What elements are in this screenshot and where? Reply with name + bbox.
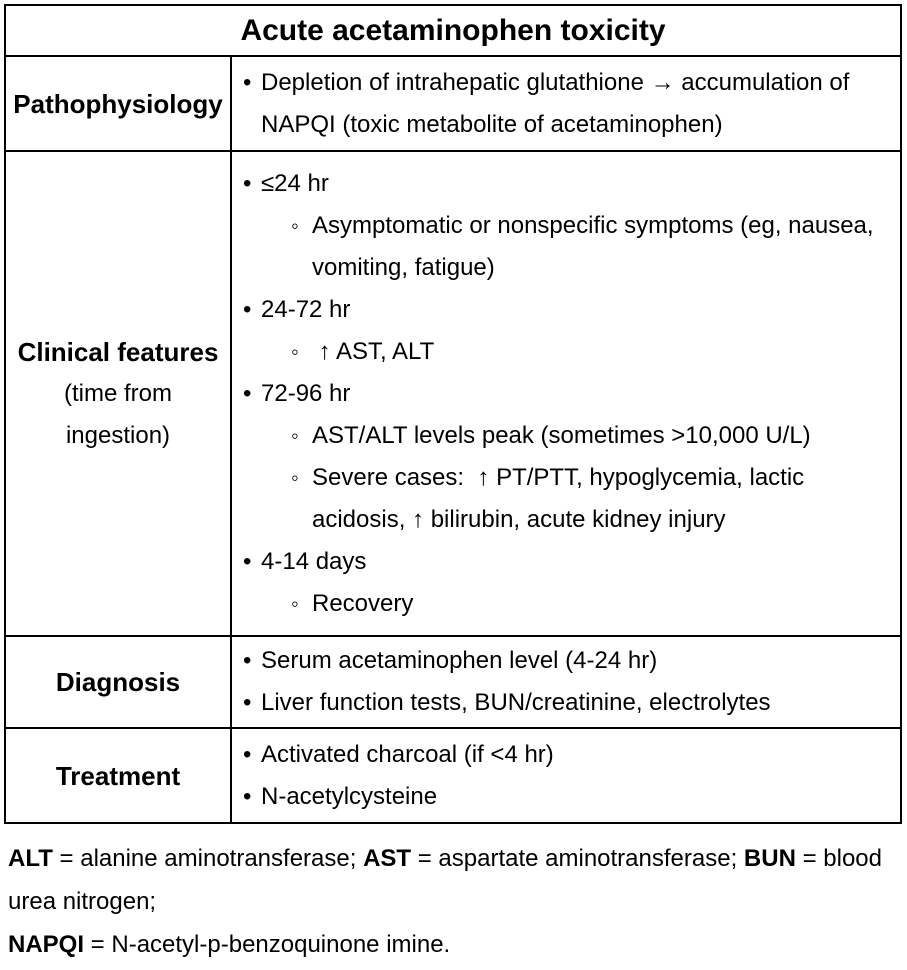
circle-bullet-icon: ◦	[291, 212, 299, 238]
row-label: Clinical features	[17, 336, 219, 367]
row-treatment: Treatment • Activated charcoal (if <4 hr)…	[4, 727, 902, 824]
footnote-line: NAPQI = N-acetyl-p-benzoquinone imine.	[8, 923, 907, 966]
abbreviation: NAPQI	[8, 931, 85, 958]
abbreviation: AST	[363, 845, 412, 872]
list-item: • 24-72 hr	[232, 289, 894, 331]
list-item: ◦ Asymptomatic or nonspecific symptoms (e…	[291, 205, 894, 289]
row-pathophysiology: Pathophysiology • Depletion of intrahepat…	[4, 55, 902, 152]
label-cell-clinical-features: Clinical features (time from ingestion)	[4, 150, 232, 637]
list-item-text: Depletion of intrahepatic glutathione → …	[261, 68, 850, 138]
bullet-list: • Depletion of intrahepatic glutathione →…	[232, 60, 900, 148]
abbreviation: BUN	[743, 845, 796, 872]
bullet-icon: •	[243, 782, 252, 810]
list-item-text: Liver function tests, BUN/creatinine, el…	[261, 689, 771, 716]
content-cell-treatment: • Activated charcoal (if <4 hr) • N-acetylc…	[230, 727, 902, 824]
list-item: • 72-96 hr	[232, 373, 894, 415]
list-item-text: N-acetylcysteine	[261, 782, 438, 810]
content-cell-clinical-features: • ≤24 hr ◦ Asymptomatic or nonspecific symp…	[230, 150, 902, 637]
label-cell-diagnosis: Diagnosis	[4, 635, 232, 729]
bullet-icon: •	[243, 740, 252, 768]
abbreviation: ALT	[8, 845, 53, 872]
list-item: ◦ Severe cases: ↑ PT/PTT, hypoglycemia, l…	[291, 457, 894, 541]
circle-bullet-icon: ◦	[291, 338, 299, 364]
row-label: Diagnosis	[55, 667, 181, 697]
bullet-icon: •	[243, 169, 252, 197]
row-clinical-features: Clinical features (time from ingestion) …	[4, 150, 902, 637]
list-item-text: 24-72 hr	[261, 295, 351, 323]
list-item: • N-acetylcysteine	[232, 776, 894, 818]
footnote: ALT = alanine aminotransferase; AST = as…	[8, 837, 907, 966]
bullet-icon: •	[243, 647, 252, 674]
label-cell-treatment: Treatment	[4, 727, 232, 824]
title-row: Acute acetaminophen toxicity	[4, 4, 902, 57]
footnote-text: = blood	[795, 845, 882, 872]
bullet-icon: •	[243, 547, 252, 575]
list-item: • Liver function tests, BUN/creatinine, e…	[232, 682, 894, 724]
list-item: ◦ Recovery	[291, 583, 894, 625]
list-item-text: Serum acetaminophen level (4-24 hr)	[261, 647, 658, 674]
list-item-text: 4-14 days	[261, 547, 367, 575]
circle-bullet-icon: ◦	[291, 590, 299, 616]
list-item-text: Severe cases: ↑ PT/PTT, hypoglycemia, la…	[312, 463, 805, 533]
list-item-text: 72-96 hr	[261, 379, 351, 407]
row-diagnosis: Diagnosis • Serum acetaminophen level (4-…	[4, 635, 902, 729]
toxicity-table: Acute acetaminophen toxicity Pathophysio…	[4, 4, 902, 824]
bullet-list: • Serum acetaminophen level (4-24 hr) • Liv…	[232, 638, 900, 726]
row-label: Pathophysiology	[13, 88, 223, 119]
circle-bullet-icon: ◦	[291, 422, 299, 448]
bullet-icon: •	[243, 295, 252, 323]
content-cell-pathophysiology: • Depletion of intrahepatic glutathione →…	[230, 55, 902, 152]
footnote-text: urea nitrogen;	[8, 888, 157, 915]
footnote-line: urea nitrogen;	[8, 880, 907, 923]
content-cell-diagnosis: • Serum acetaminophen level (4-24 hr) • Liv…	[230, 635, 902, 729]
list-item-text: AST/ALT levels peak (sometimes >10,000 U…	[312, 421, 811, 449]
list-item: • Activated charcoal (if <4 hr)	[232, 734, 894, 776]
list-item: • Depletion of intrahepatic glutathione →…	[232, 62, 894, 146]
row-label-subtext: (time from ingestion)	[64, 379, 172, 449]
list-item: • Serum acetaminophen level (4-24 hr)	[232, 640, 894, 682]
footnote-text: = alanine aminotransferase;	[52, 845, 364, 872]
footnote-text: = aspartate aminotransferase;	[411, 845, 744, 872]
table-title: Acute acetaminophen toxicity	[4, 4, 902, 57]
list-item-text: ≤24 hr	[261, 169, 329, 197]
list-item-text: Asymptomatic or nonspecific symptoms (eg…	[312, 211, 874, 281]
list-item: • 4-14 days	[232, 541, 894, 583]
list-item: ◦ ↑ AST, ALT	[291, 331, 894, 373]
bullet-list: • Activated charcoal (if <4 hr) • N-acetylc…	[232, 732, 900, 820]
footnote-text: = N-acetyl-p-benzoquinone imine.	[84, 931, 451, 958]
footnote-line: ALT = alanine aminotransferase; AST = as…	[8, 837, 907, 880]
list-item: • ≤24 hr	[232, 163, 894, 205]
list-item: ◦ AST/ALT levels peak (sometimes >10,000 …	[291, 415, 894, 457]
label-cell-pathophysiology: Pathophysiology	[4, 55, 232, 152]
row-label: Treatment	[55, 760, 181, 791]
circle-bullet-icon: ◦	[291, 464, 299, 490]
list-item-text: ↑ AST, ALT	[312, 337, 435, 365]
bullet-icon: •	[243, 379, 252, 407]
bullet-icon: •	[243, 68, 252, 96]
list-item-text: Activated charcoal (if <4 hr)	[261, 740, 554, 768]
list-item-text: Recovery	[312, 589, 414, 617]
bullet-icon: •	[243, 689, 252, 716]
bullet-list: • ≤24 hr ◦ Asymptomatic or nonspecific symp…	[232, 161, 900, 627]
